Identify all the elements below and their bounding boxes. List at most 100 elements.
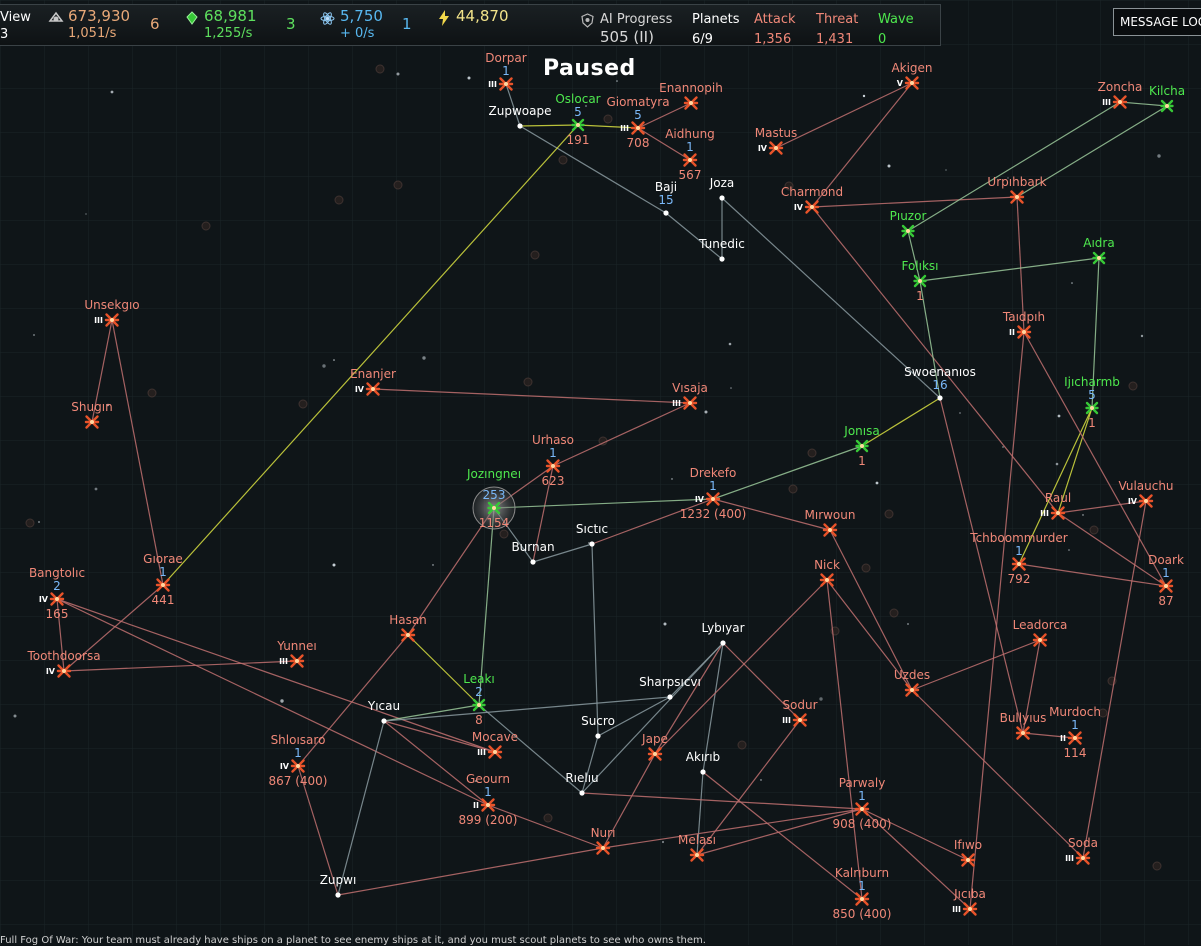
planet-sucro[interactable]: Sucro [581, 714, 615, 739]
planet-uzdes[interactable]: Uzdes [894, 668, 930, 697]
planet-name: Yıcau [367, 699, 400, 713]
planet-hasan[interactable]: Hasan [389, 613, 427, 642]
planet-leadorca[interactable]: Leadorca [1013, 618, 1068, 647]
planet-yicau[interactable]: Yıcau [367, 699, 400, 724]
planet-lybiyar[interactable]: Lybıyar [701, 621, 745, 646]
wave-label: Wave [878, 12, 914, 27]
link-leadorca-bullyius [1022, 639, 1041, 734]
link-sictic-sucro [591, 543, 599, 737]
planet-core [1165, 104, 1169, 108]
planet-burnan[interactable]: Burnan [511, 540, 555, 565]
planet-bullyius[interactable]: Bullyıus [1000, 711, 1047, 740]
planet-nick[interactable]: Nick [814, 558, 840, 587]
planet-sictic[interactable]: Sıctıc [576, 522, 608, 547]
link-giorae-toothdoorsa [63, 584, 164, 672]
planet-name: Geourn [466, 772, 510, 786]
planet-enannopih[interactable]: Enannopih [659, 81, 723, 110]
planet-name: Parwaly [839, 776, 886, 790]
planet-links [56, 82, 1168, 910]
planet-core [504, 82, 508, 86]
planet-core [1164, 584, 1168, 588]
link-nick-kalriburn [826, 579, 863, 900]
planet-tunedic[interactable]: Tunedic [698, 237, 745, 262]
planet-piuzor[interactable]: Pıuzor [890, 209, 927, 238]
mark-level: V [897, 79, 904, 88]
planet-rieliu[interactable]: Rıelıu [565, 771, 599, 796]
top-resource-bar: View 3 673,930 1,051/s 6 68,981 1,255/s … [0, 4, 941, 48]
link-zupwoape-baji [519, 125, 667, 214]
planet-mirwoun[interactable]: Mırwoun [805, 508, 856, 537]
ai-progress[interactable]: AI Progress [600, 11, 672, 28]
planet-name: Mocave [472, 730, 518, 744]
threat-stat: Threat 1,431 [816, 11, 858, 48]
planet-joza[interactable]: Joza [709, 176, 735, 201]
planet-name: Enannopih [659, 81, 723, 95]
message-log-button[interactable]: MESSAGE LOG [1113, 8, 1201, 36]
planet-akirib[interactable]: Akırıb [686, 750, 720, 775]
planet-urpihbark[interactable]: Urpıhbark [987, 175, 1047, 204]
link-zoncha-kilcha [1119, 101, 1168, 107]
planet-jape[interactable]: Jape [641, 732, 668, 761]
planet-name: Shloısaro [271, 733, 326, 747]
planet-sharpsicvi[interactable]: Sharpsıcvı [639, 675, 701, 700]
strength-value: 1 [916, 289, 924, 303]
neutral-planet-dot [579, 790, 585, 796]
view-section[interactable]: View 3 [0, 9, 31, 43]
planet-kilcha[interactable]: Kilcha [1149, 84, 1185, 113]
planet-ifiwo[interactable]: Ifıwo [954, 838, 982, 867]
planet-core [636, 126, 640, 130]
planet-nuri[interactable]: Nurı [591, 826, 616, 855]
planet-zupwoape[interactable]: Zupwoape [489, 104, 552, 129]
planet-shugin[interactable]: Shugın [71, 400, 113, 429]
planet-name: Toothdoorsa [26, 649, 100, 663]
planet-zupwi[interactable]: Zupwı [320, 873, 357, 898]
metal-rate: 1,051/s [68, 26, 117, 41]
planet-melasi[interactable]: Melası [678, 833, 716, 862]
planet-name: Rıelıu [565, 771, 598, 785]
planet-aidra[interactable]: Aıdra [1083, 236, 1115, 265]
link-bullyius-murdoch [1022, 732, 1076, 739]
fleet-count: 1 [484, 785, 492, 799]
planet-core [688, 401, 692, 405]
